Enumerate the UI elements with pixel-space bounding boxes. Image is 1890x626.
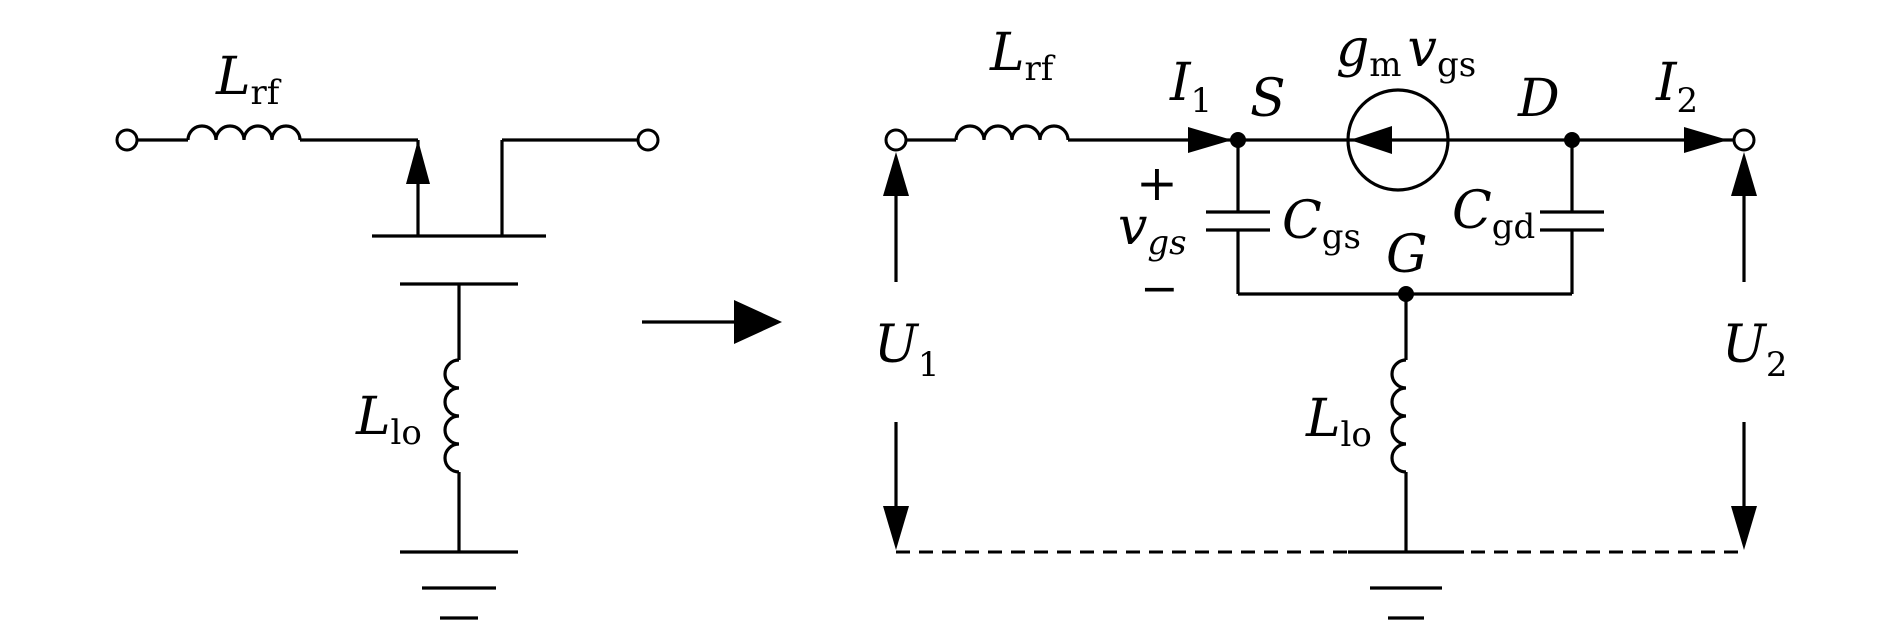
node-gate-label: G bbox=[1386, 225, 1428, 285]
right-input-terminal bbox=[884, 128, 908, 152]
vgs-label: vgs bbox=[1118, 197, 1187, 263]
transform-arrow-head bbox=[734, 300, 782, 344]
vgs-minus-sign: − bbox=[1140, 261, 1179, 315]
left-input-terminal bbox=[115, 128, 139, 152]
u1-arrow-down-head bbox=[883, 506, 909, 550]
voltage-u1-label: U1 bbox=[874, 315, 939, 385]
right-output-terminal bbox=[1732, 128, 1756, 152]
node-drain-label: D bbox=[1517, 69, 1560, 129]
current-source-arrow bbox=[1350, 126, 1392, 154]
right-llo-label: Llo bbox=[1305, 389, 1372, 455]
left-circuit: Lrf Llo bbox=[115, 47, 660, 620]
right-inductor-lo bbox=[1390, 358, 1407, 474]
current-i2-label: I2 bbox=[1655, 53, 1698, 121]
transform-arrow bbox=[642, 300, 782, 344]
voltage-u2-label: U2 bbox=[1722, 315, 1787, 385]
left-output-terminal bbox=[636, 128, 660, 152]
right-inductor-rf bbox=[954, 124, 1070, 141]
left-source-arrow bbox=[406, 140, 430, 184]
current-i2-arrow bbox=[1684, 127, 1728, 153]
left-llo-label: Llo bbox=[355, 387, 422, 453]
node-source-label: S bbox=[1250, 69, 1286, 129]
vgs-plus-sign: + bbox=[1136, 154, 1178, 212]
u2-arrow-up-head bbox=[1731, 152, 1757, 196]
u2-arrow-down-head bbox=[1731, 506, 1757, 550]
left-inductor-lo bbox=[443, 358, 460, 474]
left-lrf-label: Lrf bbox=[215, 47, 282, 113]
u1-arrow-up-head bbox=[883, 152, 909, 196]
right-lrf-label: Lrf bbox=[989, 23, 1056, 89]
left-inductor-rf bbox=[186, 124, 302, 141]
cap-gd-label: Cgd bbox=[1452, 181, 1535, 247]
cap-gs-label: Cgs bbox=[1282, 191, 1361, 257]
current-i1-label: I1 bbox=[1169, 53, 1212, 121]
current-i1-arrow bbox=[1188, 127, 1232, 153]
